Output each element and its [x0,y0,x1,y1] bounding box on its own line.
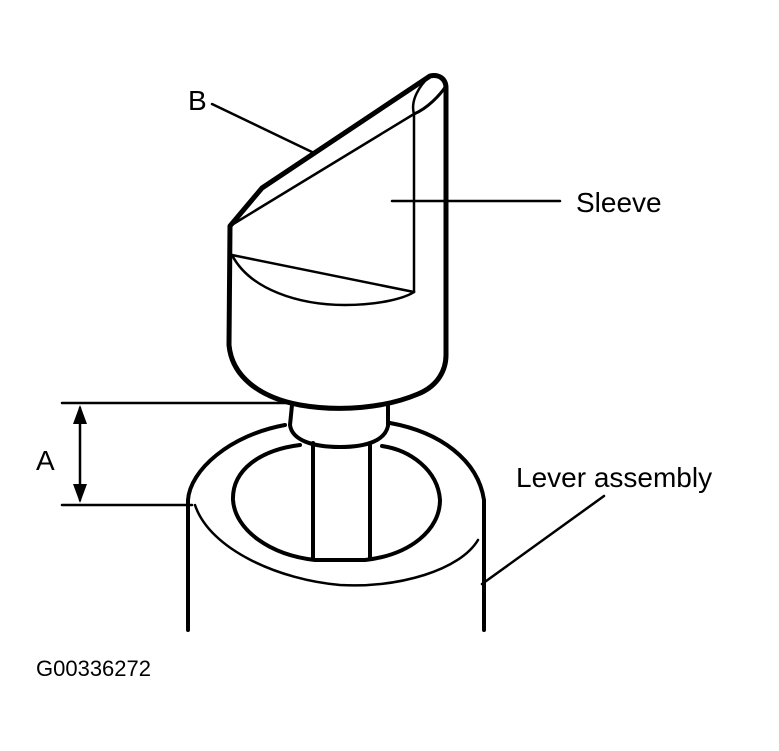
dimension-a [60,401,294,507]
figure-id: G00336272 [36,656,151,681]
label-sleeve: Sleeve [576,187,662,218]
tube-bore-ellipse [230,443,442,562]
neck-outline [288,403,390,449]
tube-inner-rim-left [193,503,480,587]
shaft [311,441,372,560]
tube-right-wall [388,421,486,632]
label-a: A [36,445,55,476]
sleeve [226,73,449,411]
sleeve-outline [226,73,449,411]
sleeve-bevel-edge [228,112,416,228]
sleeve-face-chord [230,253,416,294]
dim-a-arrowhead-bottom [73,484,87,503]
lever-assembly-tube [186,421,486,632]
leader-b [210,102,314,154]
sleeve-bevel-upper-edge [411,74,432,116]
label-b: B [188,85,207,116]
sleeve-face-arc [230,253,416,307]
sleeve-tip-facet [412,84,448,116]
label-lever-assembly: Lever assembly [516,462,712,493]
tube-left-wall [186,423,287,632]
sleeve-neck [288,403,390,449]
dim-a-arrowhead-top [73,405,87,424]
leader-lever-assembly [480,494,606,586]
